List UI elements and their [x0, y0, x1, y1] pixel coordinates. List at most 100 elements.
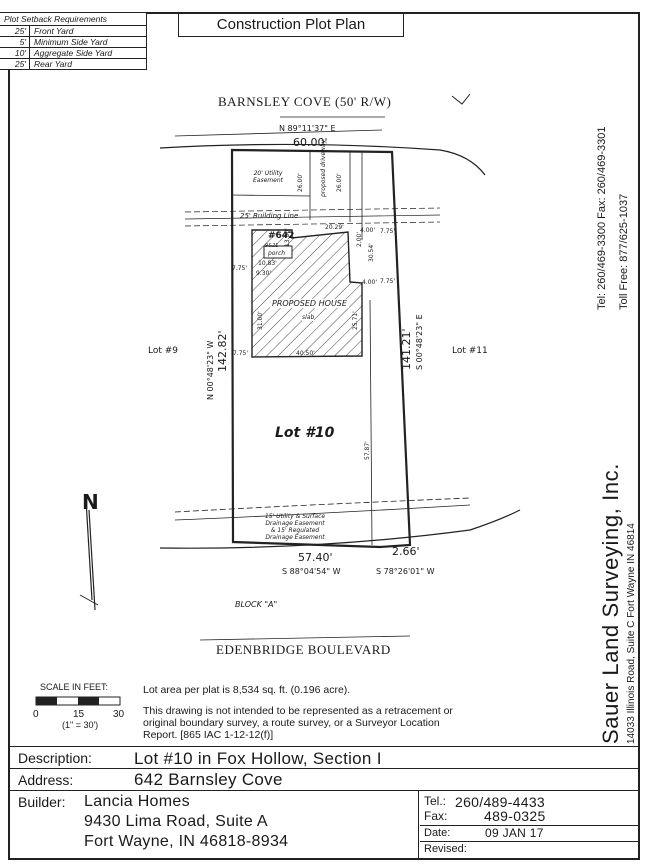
bottom-easement-label: 15' Utility & Surface Drainage Easement … [250, 513, 340, 541]
setback-row: 25'Rear Yard [0, 59, 146, 69]
fax-value: 489-0325 [484, 808, 546, 824]
setback-label: Front Yard [34, 26, 74, 36]
scale-ratio: (1" = 30') [62, 720, 99, 730]
dim-label: 4.00' [360, 227, 376, 234]
utility-easement-label: 20' Utility Easement [253, 170, 283, 184]
block-label: BLOCK "A" [235, 600, 278, 609]
street-curb-line [159, 143, 486, 176]
bottom-distance: 57.40' [298, 551, 333, 564]
house-label: PROPOSED HOUSE [270, 299, 349, 308]
builder-city: Fort Wayne, IN 46818-8934 [84, 833, 289, 850]
company-address: 14033 Illinois Road, Suite C Fort Wayne … [626, 523, 637, 744]
lot-right-label: Lot #11 [452, 346, 488, 356]
lot-boundary [230, 148, 412, 549]
scale-bar [35, 696, 121, 706]
builder-address: 9430 Lima Road, Suite A [84, 813, 268, 830]
setback-row: 5' Minimum Side Yard [0, 37, 146, 48]
setback-value: 10' [0, 48, 30, 58]
setback-row: 10' Aggregate Side Yard [0, 48, 146, 59]
dim-label: 7.75' [380, 228, 396, 235]
proposed-house-footprint [251, 229, 363, 358]
right-distance: 141.21' [400, 328, 413, 370]
bottom-right-bearing: S 78°26'01" W [376, 567, 435, 576]
footer-vertical-divider [418, 790, 419, 860]
tel-label: Tel.: [424, 794, 447, 808]
building-line-label: 25' Building Line [240, 212, 299, 220]
north-arrow-icon [79, 499, 99, 611]
tel-value: 260/489-4433 [455, 794, 546, 810]
setback-value: 5' [0, 37, 30, 47]
dim-label: 31.00' [257, 311, 264, 330]
description-label: Description: [18, 750, 92, 766]
porch-note: 9&21 [265, 243, 279, 249]
footer-divider [8, 768, 640, 769]
dim-label: 26.00' [336, 173, 343, 192]
dim-label: 10.83' [258, 260, 277, 267]
fax-label: Fax: [424, 809, 448, 823]
bottom-right-distance: 2.66' [392, 545, 420, 558]
date-value: 09 JAN 17 [485, 826, 544, 840]
disclaimer-line: This drawing is not intended to be repre… [143, 705, 453, 717]
company-name: Sauer Land Surveying, Inc. [598, 463, 623, 744]
scale-tick: 30 [113, 709, 125, 720]
scale-tick: 0 [33, 709, 39, 720]
easement-line: Drainage Easement [265, 520, 325, 527]
porch-label: porch [268, 250, 286, 257]
easement-line: 15' Utility & Surface [264, 513, 326, 520]
setback-label: Minimum Side Yard [34, 37, 108, 47]
dim-label: 57.87' [364, 441, 371, 460]
page-title: Construction Plot Plan [178, 13, 404, 37]
left-distance: 142.82' [216, 330, 229, 372]
revised-label: Revised: [424, 843, 467, 855]
lot-center-label: Lot #10 [275, 425, 335, 441]
dim-label: 9.30' [256, 270, 272, 277]
dim-label: 30.54' [368, 243, 375, 262]
bottom-bearing: S 88°04'54" W [282, 567, 341, 576]
dim-label: 7.75' [232, 265, 248, 272]
builder-label: Builder: [18, 794, 66, 810]
disclaimer-note: This drawing is not intended to be repre… [143, 705, 453, 741]
setback-requirements-table: Plot Setback Requirements 25'Front Yard … [0, 12, 147, 70]
company-toll-free: Toll Free: 877/625-1037 [618, 193, 630, 310]
lot-left-label: Lot #9 [148, 346, 179, 356]
disclaimer-line: Report. [865 IAC 1-12-12(f)] [143, 729, 274, 741]
top-street-name: BARNSLEY COVE (50' R/W) [218, 94, 392, 109]
footer-divider [420, 841, 640, 842]
scale-label: SCALE IN FEET: [40, 682, 109, 692]
street-centerline [174, 129, 383, 137]
easement-line: & 15' Regulated [270, 527, 320, 534]
dim-label: 26.00' [297, 173, 304, 192]
company-block: Sauer Land Surveying, Inc. 14033 Illinoi… [596, 14, 638, 744]
company-phone: Tel: 260/469-3300 Fax: 260/469-3301 [596, 126, 608, 310]
dim-label: 4.00' [362, 279, 378, 286]
footer-divider [8, 790, 640, 791]
setback-row: 25' Front Yard [0, 26, 146, 37]
north-label: N [82, 490, 99, 514]
house-number-label: #642 [268, 231, 295, 241]
setback-value: 25' [0, 26, 30, 36]
setback-table-title: Plot Setback Requirements [0, 13, 146, 26]
bottom-street-name: EDENBRIDGE BOULEVARD [216, 642, 391, 657]
dim-label: 13.50' [284, 228, 291, 247]
description-value: Lot #10 in Fox Hollow, Section I [134, 749, 382, 768]
proposed-driveway-label: proposed driveway [320, 139, 327, 197]
footer-divider [420, 825, 640, 826]
setback-label: Aggregate Side Yard [34, 48, 113, 58]
scale-tick: 15 [73, 709, 85, 720]
dim-label: 7.75' [233, 350, 249, 357]
footer-divider [8, 746, 640, 747]
setback-value: 25' [0, 59, 30, 69]
dim-label: 25.71' [352, 311, 359, 330]
address-label: Address: [18, 772, 74, 788]
disclaimer-line: original boundary survey, a route survey… [143, 717, 440, 729]
easement-line: Drainage Easement [265, 534, 325, 541]
house-slab-label: slab [302, 314, 315, 321]
lot-area-note: Lot area per plat is 8,534 sq. ft. (0.19… [143, 684, 351, 696]
top-bearing: N 89°11'37" E [279, 124, 336, 133]
address-value: 642 Barnsley Cove [134, 770, 283, 789]
top-distance: 60.00' [293, 136, 328, 149]
dim-label: 40.50' [296, 350, 315, 357]
builder-name: Lancia Homes [84, 793, 190, 810]
left-bearing: N 00°48'23" W [206, 340, 215, 400]
date-label: Date: [424, 827, 451, 839]
